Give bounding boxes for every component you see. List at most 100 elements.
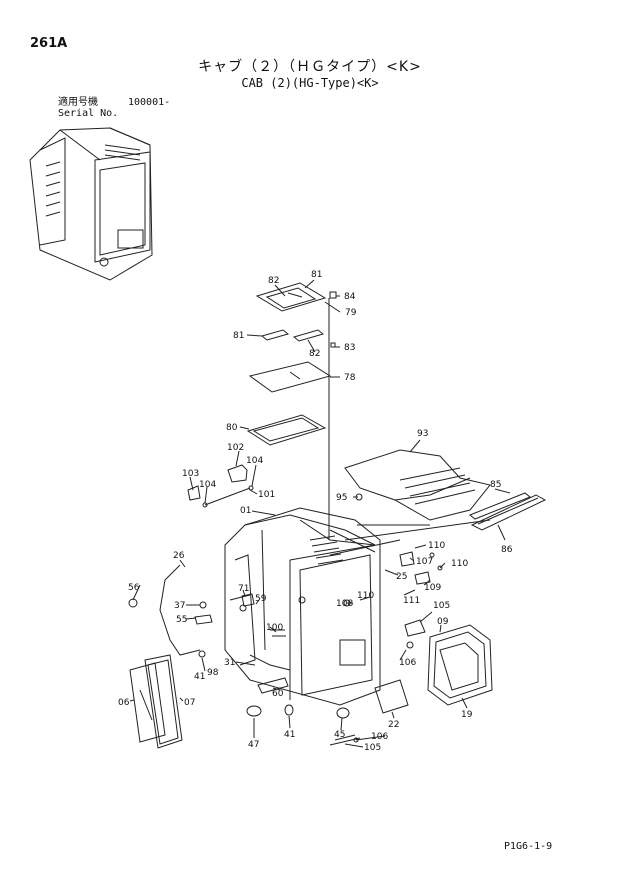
plug-41 — [284, 704, 294, 716]
part-label: 106 — [371, 732, 388, 742]
bolt-83 — [330, 342, 336, 348]
door-seal-07 — [144, 654, 183, 749]
part-label: 37 — [174, 601, 185, 611]
bolt-110a — [429, 552, 435, 558]
bracket-102 — [227, 464, 248, 483]
part-number-labels: 82 81 84 79 81 82 83 78 80 93 102 104 10… — [118, 270, 513, 753]
lock-55 — [194, 614, 213, 625]
part-label: 95 — [336, 493, 347, 503]
part-label: 104 — [246, 456, 263, 466]
part-label: 106 — [399, 658, 416, 668]
part-label: 105 — [364, 743, 381, 753]
bolt-37 — [199, 601, 207, 609]
leader-lines — [129, 279, 511, 748]
part-label: 93 — [417, 429, 428, 439]
part-label: 108 — [336, 599, 353, 609]
frame-leader-lines — [329, 519, 491, 556]
grommet-45 — [336, 707, 350, 719]
part-label: 104 — [199, 480, 216, 490]
bolt-106 — [406, 641, 414, 649]
part-label: 41 — [194, 672, 205, 682]
roof-hatch-frame — [255, 282, 327, 312]
bracket-100 — [270, 629, 286, 637]
cap-47 — [246, 705, 262, 717]
hatch-gasket — [246, 414, 327, 446]
part-label: 85 — [490, 480, 501, 490]
serial-label-en: Serial No. — [58, 108, 119, 119]
window-seal-09 — [427, 624, 493, 706]
hatch-seal-81 — [260, 329, 290, 341]
part-label: 47 — [248, 740, 259, 750]
page-title-jp: キャブ（２）（ＨＧタイプ）<K> — [198, 59, 422, 75]
part-label: 25 — [396, 572, 407, 582]
page-code: 261A — [30, 36, 68, 51]
part-label: 22 — [388, 720, 399, 730]
part-label: 110 — [428, 541, 445, 551]
part-label: 26 — [173, 551, 185, 561]
part-label: 101 — [258, 490, 275, 500]
handle-60 — [257, 677, 289, 694]
hatch-seal-82 — [292, 329, 325, 342]
hatch-glass — [248, 361, 332, 393]
part-label: 102 — [227, 443, 244, 453]
part-label: 59 — [255, 594, 267, 604]
part-label: 84 — [344, 292, 356, 302]
part-label: 09 — [437, 617, 449, 627]
part-label: 19 — [461, 710, 473, 720]
cab-frame — [224, 507, 381, 706]
part-label: 107 — [416, 557, 433, 567]
mat-86 — [470, 494, 547, 531]
harness-26 — [159, 564, 201, 656]
cable-31 — [249, 654, 291, 671]
part-label: 98 — [207, 668, 219, 678]
part-label: 79 — [345, 308, 357, 318]
part-label: 111 — [403, 596, 420, 606]
panel-22 — [374, 679, 409, 714]
part-label: 83 — [344, 343, 355, 353]
bolt-110b — [437, 565, 443, 571]
bracket-71 — [241, 593, 255, 607]
rod-101 — [204, 487, 251, 506]
serial-value: 100001- — [128, 97, 171, 108]
part-label: 78 — [344, 373, 356, 383]
bushing-98 — [198, 650, 206, 658]
part-label: 82 — [268, 276, 279, 286]
catch-105b — [404, 619, 426, 637]
bracket-103 — [187, 485, 201, 501]
window-glass-19 — [439, 642, 479, 691]
part-label: 86 — [501, 545, 513, 555]
cab-thumbnail — [29, 127, 153, 281]
serial-label: 適用号機 Serial No. — [58, 97, 118, 119]
part-label: 110 — [357, 591, 374, 601]
part-label: 07 — [184, 698, 195, 708]
hatch-handle-84 — [329, 291, 337, 299]
part-label: 41 — [284, 730, 295, 740]
part-label: 60 — [272, 689, 284, 699]
part-label: 82 — [309, 349, 320, 359]
clip-56 — [128, 598, 138, 608]
part-label: 110 — [451, 559, 468, 569]
roof-sheet — [344, 449, 491, 521]
part-label: 56 — [128, 583, 140, 593]
part-label: 80 — [226, 423, 238, 433]
part-label: 105 — [433, 601, 450, 611]
part-label: 103 — [182, 469, 199, 479]
part-label: 100 — [266, 623, 283, 633]
bracket-109 — [414, 571, 431, 585]
part-label: 31 — [224, 658, 235, 668]
part-label: 81 — [311, 270, 322, 280]
weather-strip-85 — [469, 492, 531, 520]
part-label: 06 — [118, 698, 130, 708]
part-label: 71 — [238, 584, 249, 594]
bracket-107 — [399, 551, 415, 567]
part-label: 55 — [176, 615, 187, 625]
serial-label-jp: 適用号機 — [58, 97, 98, 108]
part-label: 01 — [240, 506, 251, 516]
part-label: 81 — [233, 331, 244, 341]
footer-code: P1G6-1-9 — [504, 841, 553, 852]
page-title-en: CAB (2)(HG-Type)<K> — [241, 76, 379, 90]
part-label: 109 — [424, 583, 441, 593]
part-label: 45 — [334, 730, 345, 740]
latch-105 — [329, 734, 361, 746]
